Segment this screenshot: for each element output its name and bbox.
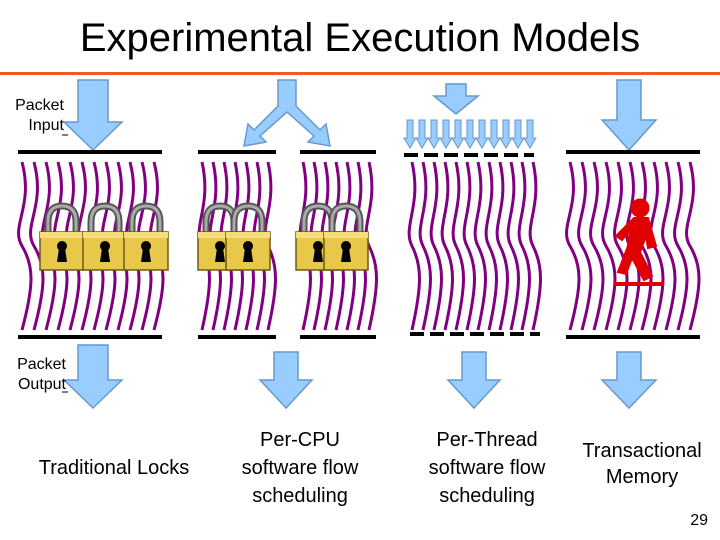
padlock-icon [124, 206, 168, 270]
small-input-arrow [452, 120, 464, 148]
output-arrow-1 [64, 345, 122, 408]
small-input-arrow [440, 120, 452, 148]
small-input-arrow [524, 120, 536, 148]
small-input-arrow [404, 120, 416, 148]
input-arrow-1 [64, 80, 122, 150]
model-label-traditional-locks: Traditional Locks [14, 454, 214, 482]
output-arrow-4 [602, 352, 656, 408]
thread-line [579, 162, 591, 330]
small-input-arrow [464, 120, 476, 148]
thread-line [519, 162, 529, 330]
thread-line [431, 162, 441, 330]
thread-line [19, 162, 31, 330]
thread-line [675, 162, 687, 330]
small-input-arrow [500, 120, 512, 148]
thread-line [475, 162, 485, 330]
thread-line [508, 162, 518, 330]
packet-output-label: Packet Output [4, 355, 66, 395]
top-bars [18, 152, 700, 155]
small-input-arrow [488, 120, 500, 148]
thread-line [687, 162, 699, 330]
thread-line [497, 162, 507, 330]
small-input-arrow [416, 120, 428, 148]
thread-line [464, 162, 474, 330]
thread-line [420, 162, 430, 330]
thread-line [615, 162, 627, 330]
thread-line [603, 162, 615, 330]
padlock-icon [226, 206, 270, 270]
per-thread-input-arrows [404, 120, 536, 148]
thread-line [442, 162, 452, 330]
input-arrow-4 [602, 80, 656, 150]
small-input-arrow [476, 120, 488, 148]
padlock-icon [40, 206, 84, 270]
thread-line [530, 162, 540, 330]
bottom-bars [18, 334, 700, 337]
model-label-per-thread: Per-Thread software flow scheduling [402, 426, 572, 510]
small-input-arrow [428, 120, 440, 148]
thread-line [591, 162, 603, 330]
thread-line [486, 162, 496, 330]
packet-input-label: Packet Input [4, 96, 64, 136]
input-arrow-2 [244, 80, 330, 146]
thread-line [567, 162, 579, 330]
thread-line [663, 162, 675, 330]
output-arrow-2 [260, 352, 312, 408]
page-number: 29 [690, 512, 708, 530]
output-arrow-3 [448, 352, 500, 408]
model-label-per-cpu: Per-CPU software flow scheduling [210, 426, 390, 510]
input-arrow-3 [434, 84, 478, 114]
output-arrows [64, 345, 656, 408]
padlocks [40, 206, 368, 270]
thread-line [453, 162, 463, 330]
input-arrows [64, 80, 656, 150]
model-label-transactional-memory: Transactional Memory [562, 438, 720, 490]
small-input-arrow [512, 120, 524, 148]
thread-line [409, 162, 419, 330]
